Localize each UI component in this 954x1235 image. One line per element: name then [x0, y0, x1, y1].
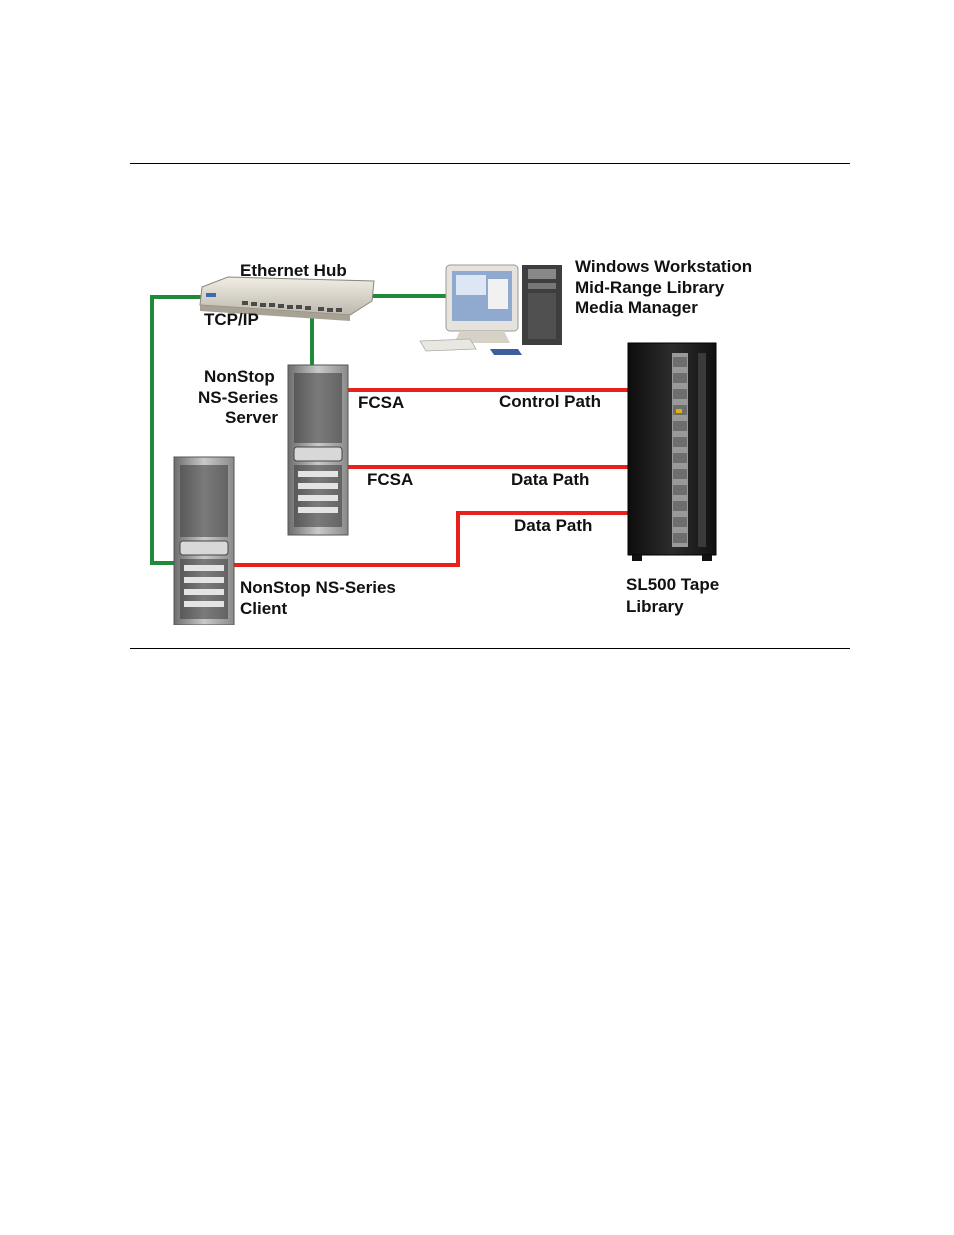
server-label-line1: NonStop: [204, 367, 275, 387]
server-label-line2: NS-Series: [198, 388, 278, 408]
data-path-label-2: Data Path: [514, 516, 592, 536]
ns-series-server-device: [288, 365, 348, 535]
data-path-label-1: Data Path: [511, 470, 589, 490]
workstation-label-line1: Windows Workstation: [575, 257, 752, 277]
control-path-label: Control Path: [499, 392, 601, 412]
ns-series-client-device: [174, 457, 234, 625]
ethernet-hub-label: Ethernet Hub: [240, 261, 347, 281]
library-label-line2: Library: [626, 597, 684, 617]
client-label-line1: NonStop NS-Series: [240, 578, 396, 598]
tcpip-label: TCP/IP: [204, 310, 259, 330]
fcsa-control-label: FCSA: [358, 393, 404, 413]
workstation-label-line2: Mid-Range Library: [575, 278, 724, 298]
workstation-label-line3: Media Manager: [575, 298, 698, 318]
top-rule: [130, 163, 850, 164]
client-label-line2: Client: [240, 599, 287, 619]
library-label-line1: SL500 Tape: [626, 575, 719, 595]
bottom-rule: [130, 648, 850, 649]
network-diagram: Ethernet Hub TCP/IP Windows Workstation …: [150, 245, 780, 625]
server-label-line3: Server: [225, 408, 278, 428]
sl500-tape-library-device: [628, 343, 716, 561]
windows-workstation-device: [420, 265, 562, 355]
fcsa-data-label: FCSA: [367, 470, 413, 490]
